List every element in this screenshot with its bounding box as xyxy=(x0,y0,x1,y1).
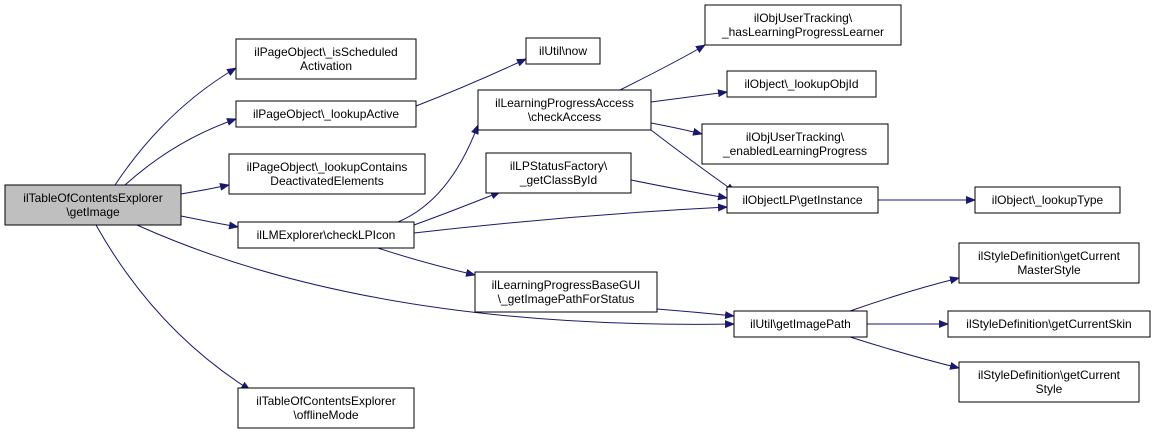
nodes-layer: ilTableOfContentsExplorer\getImageilPage… xyxy=(4,4,1151,429)
node-label-style-skin-line-1: ilStyleDefinition\getCurrentSkin xyxy=(966,317,1131,331)
node-label-po-contains-line-1: ilPageObject\_lookupContains xyxy=(247,160,408,174)
node-util-now[interactable]: ilUtil\now xyxy=(525,37,601,65)
node-label-tracking-has-line-1: ilObjUserTracking\ xyxy=(754,11,853,25)
node-util-imagepath[interactable]: ilUtil\getImagePath xyxy=(733,310,868,338)
node-label-lp-access-line-2: \checkAccess xyxy=(528,110,601,124)
node-label-lpstatus-factory-line-2: _getClassById xyxy=(519,173,597,187)
edge-lp-access-to-obj-lookupid xyxy=(650,89,728,103)
node-box-util-imagepath[interactable] xyxy=(733,310,868,338)
node-label-objlp-instance-line-1: ilObjectLP\getInstance xyxy=(742,193,862,207)
node-box-lpstatus-factory[interactable] xyxy=(485,152,632,194)
edge-lp-access-to-tracking-has xyxy=(619,44,706,91)
node-label-lpstatus-factory-line-1: ilLPStatusFactory\ xyxy=(510,159,608,173)
edge-root-to-util-imagepath xyxy=(136,224,735,329)
node-tracking-enabled[interactable]: ilObjUserTracking\_enabledLearningProgre… xyxy=(701,123,889,165)
edges-layer xyxy=(95,44,976,391)
node-label-style-style-line-1: ilStyleDefinition\getCurrent xyxy=(978,368,1121,382)
node-box-lm-checklp[interactable] xyxy=(237,221,415,249)
node-box-tracking-has[interactable] xyxy=(704,4,902,46)
edge-lm-checklp-to-objlp-instance xyxy=(413,203,728,234)
edge-lpstatus-factory-to-objlp-instance xyxy=(630,179,728,201)
edge-lp-basegui-to-util-imagepath xyxy=(656,308,735,320)
node-box-style-style[interactable] xyxy=(958,361,1140,403)
node-box-toc-offline[interactable] xyxy=(237,387,415,429)
node-label-po-active-line-1: ilPageObject\_lookupActive xyxy=(253,107,399,121)
edge-root-to-lm-checklp xyxy=(180,215,239,230)
node-label-po-contains-line-2: DeactivatedElements xyxy=(270,174,383,188)
node-label-root-line-2: \getImage xyxy=(66,205,120,219)
edge-po-active-to-util-now xyxy=(415,58,527,107)
node-label-style-master-line-1: ilStyleDefinition\getCurrent xyxy=(978,249,1121,263)
node-box-po-contains[interactable] xyxy=(228,153,426,195)
node-label-po-sched-line-2: Activation xyxy=(300,59,352,73)
edge-root-to-po-active xyxy=(124,118,237,186)
node-toc-offline[interactable]: ilTableOfContentsExplorer\offlineMode xyxy=(237,387,415,429)
node-box-po-active[interactable] xyxy=(235,100,417,128)
edge-root-to-po-contains xyxy=(180,182,230,195)
node-po-active[interactable]: ilPageObject\_lookupActive xyxy=(235,100,417,128)
node-box-po-sched[interactable] xyxy=(235,38,417,80)
node-tracking-has[interactable]: ilObjUserTracking\_hasLearningProgressLe… xyxy=(704,4,902,46)
node-label-style-style-line-2: Style xyxy=(1036,382,1063,396)
node-lm-checklp[interactable]: ilLMExplorer\checkLPIcon xyxy=(237,221,415,249)
node-label-lp-basegui-line-1: ilLearningProgressBaseGUI xyxy=(492,278,641,292)
node-box-root[interactable] xyxy=(4,184,182,226)
node-root[interactable]: ilTableOfContentsExplorer\getImage xyxy=(4,184,182,226)
edge-root-to-toc-offline xyxy=(95,224,251,391)
edge-lm-checklp-to-lp-access xyxy=(397,124,479,223)
node-label-util-now-line-1: ilUtil\now xyxy=(539,44,587,58)
node-box-tracking-enabled[interactable] xyxy=(701,123,889,165)
node-label-tracking-enabled-line-1: ilObjUserTracking\ xyxy=(746,130,845,144)
node-box-obj-lookupid[interactable] xyxy=(726,70,877,98)
node-lp-basegui[interactable]: ilLearningProgressBaseGUI\_getImagePathF… xyxy=(474,271,658,313)
node-box-lp-basegui[interactable] xyxy=(474,271,658,313)
node-label-util-imagepath-line-1: ilUtil\getImagePath xyxy=(750,317,851,331)
node-box-objlp-instance[interactable] xyxy=(726,186,879,214)
node-po-contains[interactable]: ilPageObject\_lookupContainsDeactivatedE… xyxy=(228,153,426,195)
node-box-obj-lookuptype[interactable] xyxy=(974,186,1121,214)
node-obj-lookupid[interactable]: ilObject\_lookupObjId xyxy=(726,70,877,98)
node-label-lp-access-line-1: ilLearningProgressAccess xyxy=(495,96,634,110)
edge-util-imagepath-to-style-style xyxy=(849,336,960,370)
edge-lp-access-to-objlp-instance xyxy=(650,129,736,193)
node-label-obj-lookuptype-line-1: ilObject\_lookupType xyxy=(992,193,1104,207)
node-box-util-now[interactable] xyxy=(525,37,601,65)
node-box-style-skin[interactable] xyxy=(947,310,1151,338)
node-label-tracking-has-line-2: _hasLearningProgressLearner xyxy=(721,25,884,39)
node-label-lm-checklp-line-1: ilLMExplorer\checkLPIcon xyxy=(257,228,396,242)
edge-lp-access-to-tracking-enabled xyxy=(650,122,703,136)
node-objlp-instance[interactable]: ilObjectLP\getInstance xyxy=(726,186,879,214)
node-label-toc-offline-line-1: ilTableOfContentsExplorer xyxy=(256,394,395,408)
node-lpstatus-factory[interactable]: ilLPStatusFactory\_getClassById xyxy=(485,152,632,194)
edge-lm-checklp-to-lpstatus-factory xyxy=(413,191,501,226)
edge-root-to-po-sched xyxy=(114,67,237,186)
node-lp-access[interactable]: ilLearningProgressAccess\checkAccess xyxy=(477,89,652,131)
node-box-lp-access[interactable] xyxy=(477,89,652,131)
node-label-tracking-enabled-line-2: _enabledLearningProgress xyxy=(722,144,867,158)
node-box-style-master[interactable] xyxy=(958,242,1140,284)
node-label-obj-lookupid-line-1: ilObject\_lookupObjId xyxy=(744,77,858,91)
edge-lm-checklp-to-lp-basegui xyxy=(377,247,476,277)
node-label-root-line-1: ilTableOfContentsExplorer xyxy=(23,191,162,205)
edge-util-imagepath-to-style-master xyxy=(849,276,960,312)
node-label-style-master-line-2: MasterStyle xyxy=(1017,263,1081,277)
node-obj-lookuptype[interactable]: ilObject\_lookupType xyxy=(974,186,1121,214)
node-style-skin[interactable]: ilStyleDefinition\getCurrentSkin xyxy=(947,310,1151,338)
node-label-lp-basegui-line-2: \_getImagePathForStatus xyxy=(498,292,635,306)
node-label-toc-offline-line-2: \offlineMode xyxy=(293,408,358,422)
node-label-po-sched-line-1: ilPageObject\_isScheduled xyxy=(254,45,397,59)
